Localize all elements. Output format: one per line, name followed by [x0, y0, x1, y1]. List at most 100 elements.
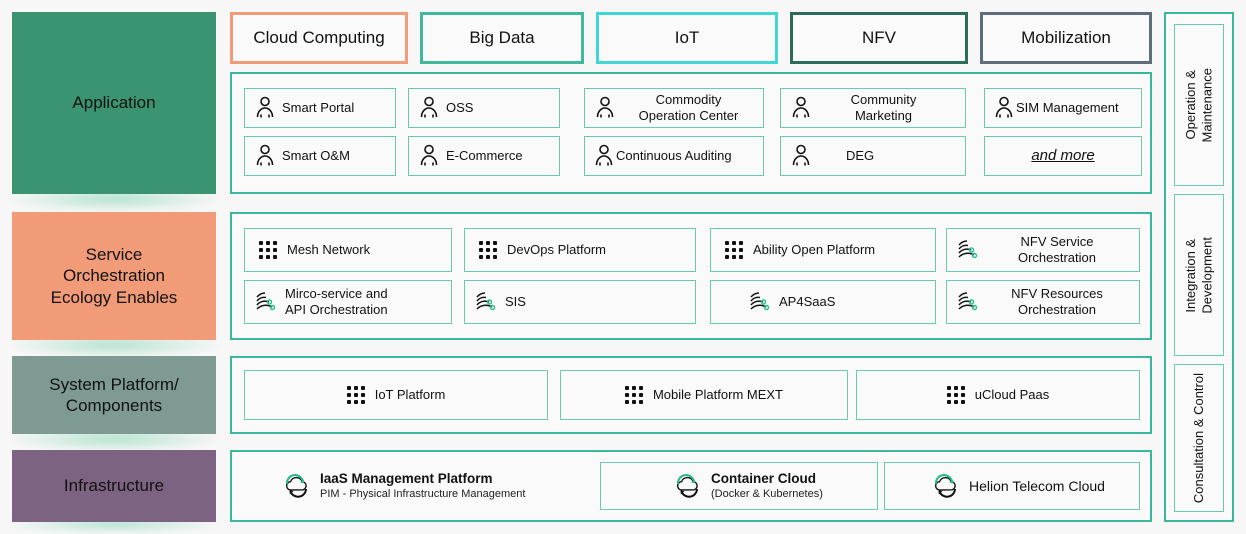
app-item-e-commerce[interactable]: E-Commerce	[408, 136, 560, 176]
svc-item-devops-platform[interactable]: DevOps Platform	[464, 228, 696, 272]
app-item-smart-om[interactable]: Smart O&M	[244, 136, 396, 176]
sidebar-item-label: Consultation & Control	[1190, 372, 1206, 504]
app-item-label: Smart O&M	[282, 148, 350, 164]
sys-item-label: Mobile Platform MEXT	[652, 387, 784, 403]
infrastructure-panel: IaaS Management Platform PIM - Physical …	[230, 450, 1152, 522]
app-item-commodity-operation-center[interactable]: Commodity Operation Center	[584, 88, 764, 128]
svc-item-label: NFV Service Orchestration	[1017, 234, 1097, 265]
inf-item-container-cloud[interactable]: Container Cloud (Docker & Kubernetes)	[600, 462, 878, 510]
layer-label-system: System Platform/ Components	[12, 356, 216, 434]
cloud-sync-icon	[282, 473, 312, 499]
person-icon	[993, 96, 1015, 120]
orchestration-swoosh-icon	[955, 238, 981, 262]
orchestration-swoosh-icon	[955, 290, 981, 314]
app-item-smart-portal[interactable]: Smart Portal	[244, 88, 396, 128]
app-item-oss[interactable]: OSS	[408, 88, 560, 128]
cloud-sync-icon	[673, 473, 703, 499]
app-item-and-more[interactable]: and more	[984, 136, 1142, 176]
tab-nfv[interactable]: NFV	[790, 12, 968, 64]
layer-label-service: Service Orchestration Ecology Enables	[12, 212, 216, 340]
orchestration-swoosh-icon	[473, 290, 499, 314]
layer-label-text: Application	[72, 93, 156, 113]
person-icon	[418, 144, 440, 168]
system-platform-panel: IoT Platform Mobile Platform MEXT uCloud…	[230, 356, 1152, 434]
app-item-continuous-auditing[interactable]: Continuous Auditing	[584, 136, 764, 176]
person-icon	[254, 96, 276, 120]
application-panel: Smart Portal OSS Commodity Operation Cen…	[230, 72, 1152, 194]
inf-item-label: IaaS Management Platform	[320, 470, 493, 486]
svc-item-ability-open-platform[interactable]: Ability Open Platform	[710, 228, 936, 272]
person-icon	[254, 144, 276, 168]
app-item-label: Smart Portal	[282, 100, 355, 116]
sidebar-item-integration-development[interactable]: Integration & Development	[1174, 194, 1224, 356]
inf-item-sublabel: PIM - Physical Infrastructure Management	[320, 487, 526, 500]
tab-label: Big Data	[469, 28, 535, 47]
tab-mobilization[interactable]: Mobilization	[980, 12, 1152, 64]
sidebar-item-label: Operation & Maintenance	[1182, 67, 1214, 143]
inf-item-iaas-management-platform[interactable]: IaaS Management Platform PIM - Physical …	[272, 462, 602, 510]
tab-label: Mobilization	[1021, 28, 1111, 47]
tab-big-data[interactable]: Big Data	[420, 12, 584, 64]
tab-label: IoT	[674, 28, 700, 47]
dots-grid-icon	[259, 241, 277, 259]
person-icon	[790, 96, 812, 120]
svc-item-mesh-network[interactable]: Mesh Network	[244, 228, 452, 272]
orchestration-swoosh-icon	[253, 290, 279, 314]
person-icon	[593, 144, 615, 168]
svc-item-sis[interactable]: SIS	[464, 280, 696, 324]
cloud-sync-icon	[931, 473, 961, 499]
app-item-label: SIM Management	[1016, 100, 1119, 116]
layer-label-infrastructure: Infrastructure	[12, 450, 216, 522]
layer-label-text: Infrastructure	[63, 476, 165, 496]
svc-item-label: Mirco-service and API Orchestration	[285, 286, 388, 317]
app-item-label: Commodity Operation Center	[638, 92, 739, 123]
app-item-label: Continuous Auditing	[616, 148, 732, 164]
inf-item-label: Helion Telecom Cloud	[969, 477, 1105, 494]
layer-label-application: Application	[12, 12, 216, 194]
dots-grid-icon	[479, 241, 497, 259]
domain-tab-bar: Cloud Computing Big Data IoT NFV Mobiliz…	[230, 12, 1152, 64]
dots-grid-icon	[624, 386, 643, 404]
tab-iot[interactable]: IoT	[596, 12, 778, 64]
tab-label: NFV	[862, 28, 896, 47]
sys-item-ucloud-paas[interactable]: uCloud Paas	[856, 370, 1140, 420]
svc-item-label: Mesh Network	[287, 242, 371, 258]
person-icon	[790, 144, 812, 168]
inf-item-sublabel: (Docker & Kubernetes)	[711, 487, 823, 500]
layer-label-text: System Platform/ Components	[49, 374, 179, 415]
sidebar-item-operation-maintenance[interactable]: Operation & Maintenance	[1174, 24, 1224, 186]
app-item-label: E-Commerce	[446, 148, 523, 164]
person-icon	[594, 96, 616, 120]
svc-item-nfv-resources-orchestration[interactable]: NFV Resources Orchestration	[946, 280, 1140, 324]
app-item-label: and more	[1031, 147, 1095, 164]
sys-item-mobile-platform-mext[interactable]: Mobile Platform MEXT	[560, 370, 848, 420]
svc-item-label: AP4SaaS	[779, 294, 836, 310]
svc-item-label: NFV Resources Orchestration	[1011, 286, 1103, 317]
inf-item-helion-telecom-cloud[interactable]: Helion Telecom Cloud	[884, 462, 1140, 510]
service-orchestration-panel: Mesh Network DevOps Platform Ability Ope…	[230, 212, 1152, 340]
sidebar-item-consultation-control[interactable]: Consultation & Control	[1174, 364, 1224, 512]
tab-cloud-computing[interactable]: Cloud Computing	[230, 12, 408, 64]
svc-item-ap4saas[interactable]: AP4SaaS	[710, 280, 936, 324]
dots-grid-icon	[725, 241, 743, 259]
app-item-label: OSS	[446, 100, 474, 116]
app-item-community-marketing[interactable]: Community Marketing	[780, 88, 966, 128]
orchestration-swoosh-icon	[747, 290, 773, 314]
svc-item-microservice-api-orchestration[interactable]: Mirco-service and API Orchestration	[244, 280, 452, 324]
sys-item-iot-platform[interactable]: IoT Platform	[244, 370, 548, 420]
sys-item-label: IoT Platform	[374, 387, 446, 403]
inf-item-label: Container Cloud	[711, 470, 816, 486]
app-item-label: Community Marketing	[850, 92, 917, 123]
app-item-sim-management[interactable]: SIM Management	[984, 88, 1142, 128]
person-icon	[418, 96, 440, 120]
svc-item-nfv-service-orchestration[interactable]: NFV Service Orchestration	[946, 228, 1140, 272]
sys-item-label: uCloud Paas	[974, 387, 1050, 403]
svc-item-label: DevOps Platform	[507, 242, 606, 258]
svc-item-label: SIS	[505, 294, 526, 310]
app-item-label: DEG	[846, 148, 875, 164]
sidebar-item-label: Integration & Development	[1182, 236, 1214, 314]
tab-label: Cloud Computing	[253, 28, 385, 47]
dots-grid-icon	[946, 386, 965, 404]
app-item-deg[interactable]: DEG	[780, 136, 966, 176]
